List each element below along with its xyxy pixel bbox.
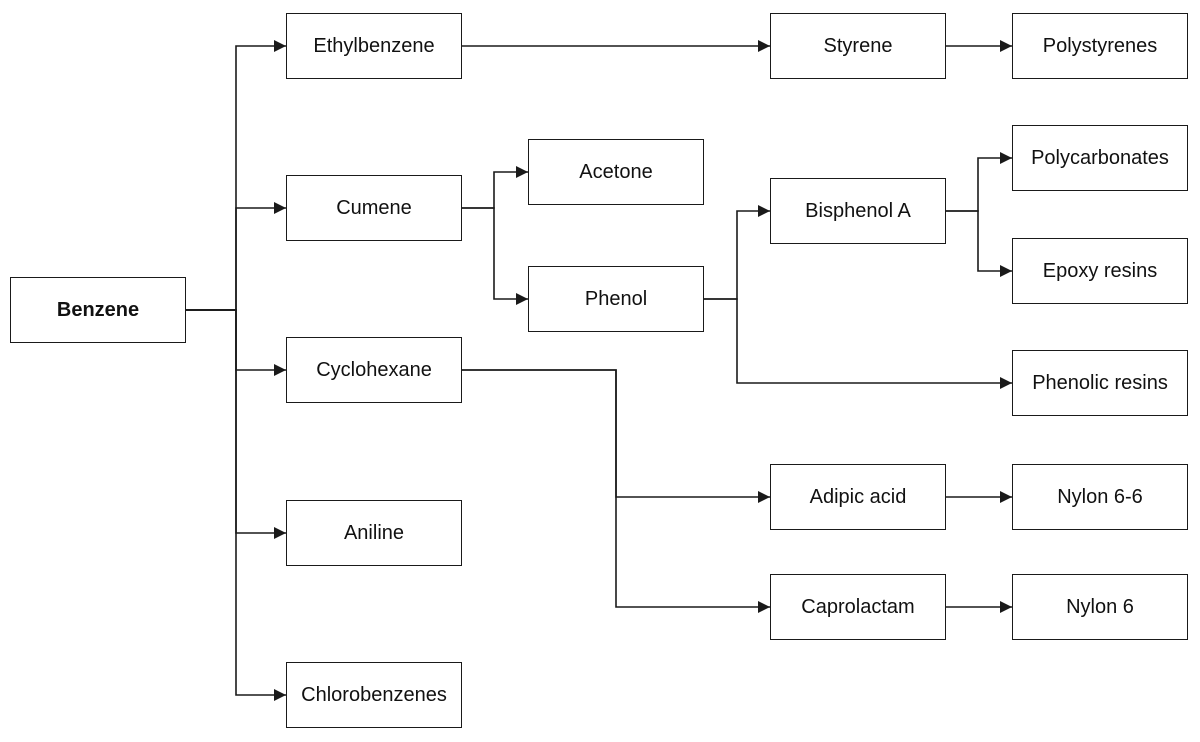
- node-polystyrenes: Polystyrenes: [1012, 13, 1188, 79]
- node-benzene: Benzene: [10, 277, 186, 343]
- edge-benzene-to-chlorobenzenes: [186, 309, 286, 701]
- node-bisphenol-a: Bisphenol A: [770, 178, 946, 244]
- node-aniline: Aniline: [286, 500, 462, 566]
- edge-cyclohexane-to-caprolactam: [462, 369, 770, 613]
- edge-cumene-to-acetone: [462, 166, 528, 209]
- node-adipic-acid: Adipic acid: [770, 464, 946, 530]
- node-chlorobenzenes: Chlorobenzenes: [286, 662, 462, 728]
- node-styrene: Styrene: [770, 13, 946, 79]
- node-phenol: Phenol: [528, 266, 704, 332]
- node-cyclohexane: Cyclohexane: [286, 337, 462, 403]
- node-cumene: Cumene: [286, 175, 462, 241]
- node-ethylbenzene: Ethylbenzene: [286, 13, 462, 79]
- node-epoxy-resins: Epoxy resins: [1012, 238, 1188, 304]
- edge-phenol-to-phenolic-resins: [704, 298, 1012, 389]
- node-polycarbonates: Polycarbonates: [1012, 125, 1188, 191]
- edge-bisphenol-a-to-epoxy-resins: [946, 210, 1012, 277]
- node-nylon-6-6: Nylon 6-6: [1012, 464, 1188, 530]
- node-acetone: Acetone: [528, 139, 704, 205]
- edge-cumene-to-phenol: [462, 207, 528, 305]
- node-phenolic-resins: Phenolic resins: [1012, 350, 1188, 416]
- edge-benzene-to-cumene: [186, 202, 286, 311]
- node-nylon-6: Nylon 6: [1012, 574, 1188, 640]
- edge-bisphenol-a-to-polycarbonates: [946, 152, 1012, 212]
- edge-phenol-to-bisphenol-a: [704, 205, 770, 300]
- node-caprolactam: Caprolactam: [770, 574, 946, 640]
